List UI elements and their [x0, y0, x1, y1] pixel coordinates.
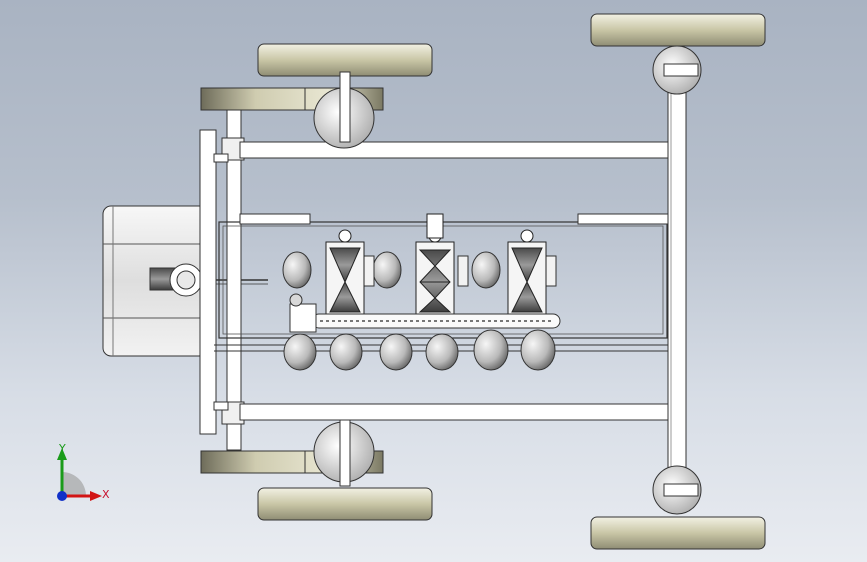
drive-chain[interactable]	[289, 293, 561, 333]
gearbox-1[interactable]	[325, 229, 365, 328]
gearbox-2[interactable]	[415, 213, 455, 328]
triad-axes-icon	[57, 448, 102, 501]
engine-block[interactable]	[102, 205, 268, 357]
rear-right-wheel[interactable]	[590, 465, 766, 550]
front-right-wheel[interactable]	[257, 419, 433, 521]
gearbox-3[interactable]	[507, 229, 547, 328]
y-axis-label: Y	[59, 442, 66, 455]
x-axis-label: X	[102, 488, 110, 501]
rear-axle-tube[interactable]	[667, 55, 687, 509]
front-left-wheel[interactable]	[257, 43, 433, 149]
front-frame-plate[interactable]	[199, 109, 245, 451]
rear-left-wheel[interactable]	[590, 13, 766, 95]
lower-pulley-row[interactable]	[283, 329, 556, 371]
coordinate-triad: Y X	[52, 440, 112, 510]
